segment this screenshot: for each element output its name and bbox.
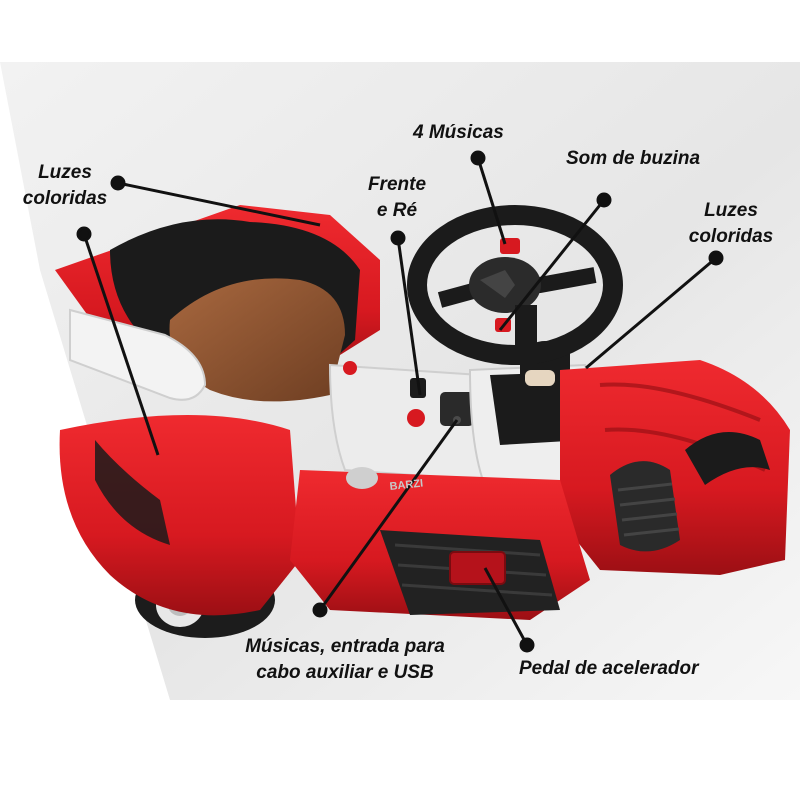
label-line: cabo auxiliar e USB bbox=[256, 662, 434, 683]
callout-dot-4-musicas bbox=[470, 150, 486, 166]
rear-fender bbox=[59, 415, 301, 616]
armrest bbox=[69, 308, 207, 401]
callout-dot-frente-re bbox=[390, 230, 406, 246]
label-pedal-de-acelerador: Pedal de acelerador bbox=[519, 658, 699, 679]
accelerator-pedal bbox=[449, 551, 506, 585]
callout-dot-pedal bbox=[519, 637, 535, 653]
exhaust-stack bbox=[610, 432, 770, 552]
label-line: Frente bbox=[367, 174, 427, 195]
label-line: Luzes bbox=[38, 162, 92, 183]
callout-dot-som-buzina bbox=[596, 192, 612, 208]
label-musicas-entrada-usb: Músicas, entrada para cabo auxiliar e US… bbox=[225, 634, 465, 686]
label-line: coloridas bbox=[22, 188, 108, 209]
callout-dot-musicas-usb bbox=[312, 602, 328, 618]
label-line: e Ré bbox=[376, 200, 418, 221]
label-line: Luzes bbox=[704, 200, 758, 221]
photo-cut-wedge bbox=[0, 62, 170, 700]
label-line: coloridas bbox=[688, 226, 774, 247]
brand-badge-text: BARZI bbox=[389, 478, 424, 493]
callout-lines bbox=[76, 150, 724, 653]
label-frente-re: Frente e Ré bbox=[352, 172, 442, 224]
seat-cushion bbox=[169, 278, 345, 402]
callout-dot-luzes-left-2 bbox=[76, 226, 92, 242]
label-luzes-coloridas-right: Luzes coloridas bbox=[676, 198, 786, 250]
label-4-musicas: 4 Músicas bbox=[413, 122, 504, 143]
music-panel bbox=[440, 392, 474, 426]
callout-dot-luzes-left bbox=[110, 175, 126, 191]
start-button bbox=[407, 409, 425, 427]
label-luzes-coloridas-left: Luzes coloridas bbox=[10, 160, 120, 212]
label-som-de-buzina: Som de buzina bbox=[566, 148, 701, 169]
callout-dot-luzes-right bbox=[708, 250, 724, 266]
label-line: Músicas, entrada para bbox=[245, 636, 445, 657]
